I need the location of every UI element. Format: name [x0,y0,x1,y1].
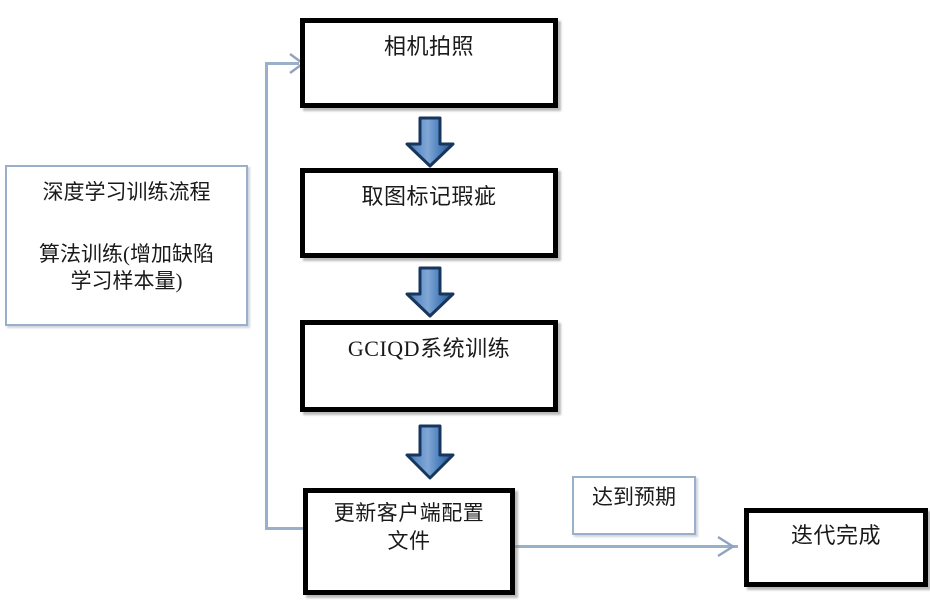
process-label-mark-defects: 取图标记瑕疵 [361,184,497,209]
forward-arrowhead-icon [717,535,736,558]
forward-line-horizontal [513,545,738,548]
info-box-line-2: 算法训练(增加缺陷 学习样本量) [39,242,214,294]
process-box-gciqd-training[interactable]: GCIQD系统训练 [300,320,558,412]
info-box-line-1: 深度学习训练流程 [42,180,211,204]
process-box-camera-capture[interactable]: 相机拍照 [300,18,558,108]
process-label-update-client-config: 更新客户端配置 文件 [333,501,485,553]
terminal-box-iteration-complete[interactable]: 迭代完成 [744,508,928,587]
info-box-training-process: 深度学习训练流程 算法训练(增加缺陷 学习样本量) [5,165,248,326]
down-arrow-capture-to-mark [405,116,455,168]
process-box-update-client-config[interactable]: 更新客户端配置 文件 [303,488,515,595]
feedback-line-bottom-horizontal [265,527,310,530]
down-arrow-training-to-update [405,424,455,480]
terminal-label-iteration-complete: 迭代完成 [790,523,881,548]
condition-tag-label: 达到预期 [592,485,676,509]
process-label-gciqd-training: GCIQD系统训练 [347,336,511,361]
feedback-line-top-horizontal [265,62,299,65]
process-label-camera-capture: 相机拍照 [383,34,474,59]
feedback-line-vertical [265,62,268,530]
condition-tag-expected-result: 达到预期 [572,476,696,535]
process-box-mark-defects[interactable]: 取图标记瑕疵 [300,168,558,258]
down-arrow-mark-to-training [405,266,455,318]
